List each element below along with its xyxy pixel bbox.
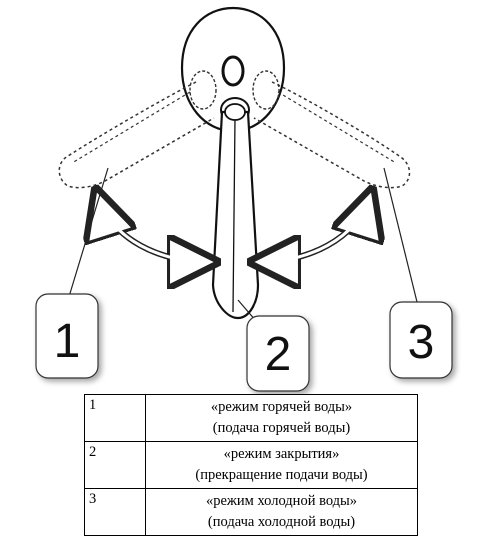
row-description: «режим закрытия» (прекращение подачи вод… — [145, 441, 418, 489]
row-number: 2 — [84, 441, 146, 489]
leader-line-1 — [67, 167, 109, 301]
mode-table: 1 «режим горячей воды» (подача горячей в… — [84, 394, 418, 536]
mode-name: «режим закрытия» — [223, 446, 340, 462]
mode-name: «режим холодной воды» — [205, 493, 358, 509]
callout-3-number: 3 — [408, 316, 435, 369]
mode-detail: (подача горячей воды) — [212, 420, 351, 436]
hot-side-dashed-circle — [189, 70, 217, 110]
callout-2-number: 2 — [265, 328, 292, 381]
rotate-arrow-right-inner — [257, 195, 372, 264]
mode-detail: (подача холодной воды) — [207, 514, 356, 530]
callout-1 — [35, 293, 99, 379]
mode-detail: (прекращение подачи воды) — [195, 467, 368, 483]
mode-name: «режим горячей воды» — [210, 399, 353, 415]
indicator-hole-icon — [221, 55, 245, 87]
lever-hot-position — [58, 81, 215, 189]
row-number: 1 — [84, 394, 146, 442]
callout-2 — [246, 315, 310, 392]
row-description: «режим холодной воды» (подача холодной в… — [145, 488, 418, 536]
leader-line-3 — [383, 167, 419, 307]
callout-3 — [389, 301, 453, 379]
faucet-lever-diagram: 1 2 3 — [35, 6, 453, 392]
cold-side-dashed-circle — [252, 70, 280, 110]
table-row: 3 «режим холодной воды» (подача холодной… — [84, 488, 418, 536]
row-description: «режим горячей воды» (подача горячей вод… — [145, 394, 418, 442]
lever-closed-position — [211, 97, 260, 320]
table-row: 2 «режим закрытия» (прекращение подачи в… — [84, 441, 418, 489]
lever-cold-position — [253, 81, 411, 189]
callout-1-number: 1 — [54, 315, 81, 368]
row-number: 3 — [84, 488, 146, 536]
table-row: 1 «режим горячей воды» (подача горячей в… — [84, 394, 418, 442]
rotate-arrow-left-inner — [96, 195, 211, 264]
